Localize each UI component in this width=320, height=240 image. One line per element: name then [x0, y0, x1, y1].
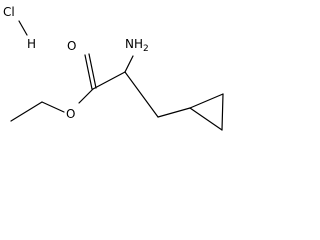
amine-label: NH2: [125, 37, 149, 54]
h-cl-bond: [18, 20, 28, 36]
o-ch2-bond: [41, 101, 65, 113]
amino-acid-backbone: NH2: [92, 37, 191, 118]
ring-bond-2: [221, 93, 224, 131]
carbonyl-to-alpha-bond: [92, 71, 126, 90]
ch2-to-ring-bond: [157, 107, 191, 118]
hydrogen-label: H: [27, 37, 36, 51]
carbonyl-bond-inner: [88, 53, 97, 89]
carbonyl-bond-outer: [84, 54, 93, 90]
alpha-to-amine-bond: [124, 55, 134, 73]
hydrogen-chloride: Cl H: [3, 5, 36, 51]
amine-base-label: NH: [125, 37, 143, 51]
ester-oxygen-label: O: [66, 107, 75, 121]
carbonyl-oxygen-label: O: [67, 39, 76, 53]
cyclopropyl-ring: [189, 93, 224, 131]
chlorine-label: Cl: [3, 5, 15, 19]
c-o-ester-bond: [78, 88, 94, 104]
ring-bond-3: [189, 107, 223, 131]
chemical-structure: Cl H O O NH2: [3, 5, 224, 131]
amine-subscript-label: 2: [143, 44, 149, 54]
ch2-ch3-bond: [10, 101, 43, 122]
ring-bond-1: [189, 93, 224, 109]
alpha-to-ch2-bond: [124, 71, 159, 118]
ethyl-ester-group: O O: [10, 39, 97, 122]
